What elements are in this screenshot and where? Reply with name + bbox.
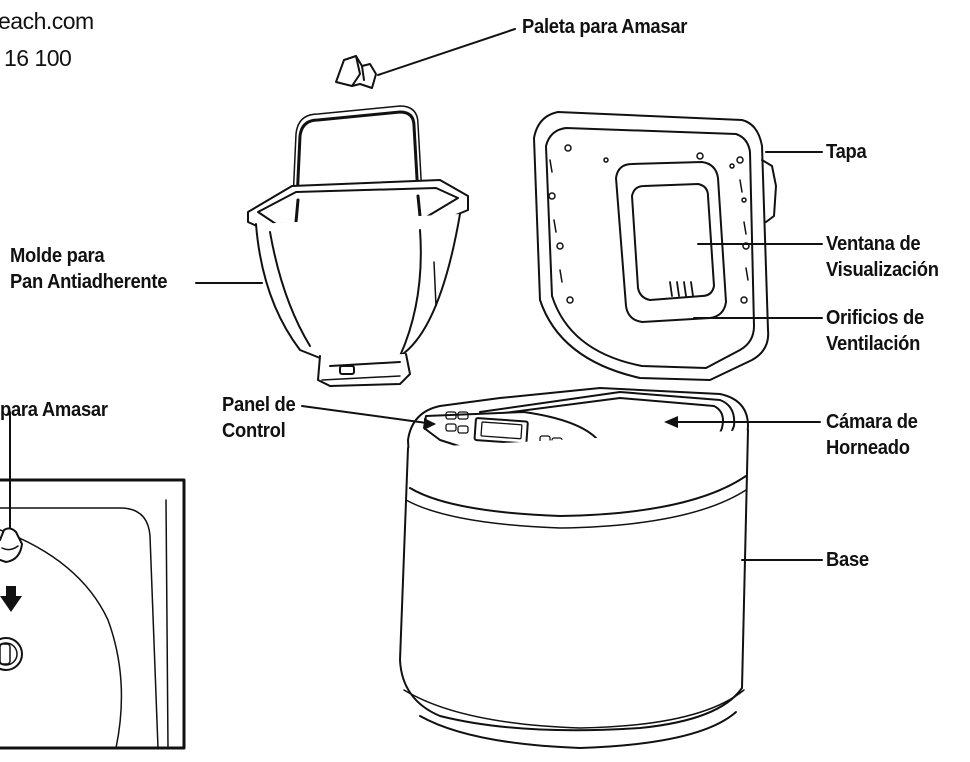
label-camara-line2: Horneado: [826, 437, 910, 459]
label-tapa: Tapa: [826, 141, 867, 163]
label-orificios-line1: Orificios de: [826, 307, 924, 329]
label-paleta-para-amasar: Paleta para Amasar: [522, 16, 688, 38]
inset-paddle-icon: [0, 527, 23, 563]
label-ventana-line1: Ventana de: [826, 233, 921, 255]
leader-paleta: [377, 28, 516, 76]
corner-text-phone: 16 100: [4, 45, 72, 71]
label-camara-line1: Cámara de: [826, 411, 918, 433]
label-panel-line1: Panel de: [222, 394, 296, 416]
label-panel-line2: Control: [222, 420, 286, 442]
label-molde-line1: Molde para: [10, 245, 105, 267]
kneading-paddle-icon: [335, 55, 377, 89]
inset-shaft-icon: [0, 637, 23, 671]
bread-maker-base-icon: [399, 387, 749, 749]
leader-panel: [301, 405, 435, 425]
label-molde-line2: Pan Antiadherente: [10, 271, 168, 293]
label-inset-paleta: para Amasar: [0, 399, 108, 421]
label-ventana-line2: Visualización: [826, 259, 939, 281]
corner-text-website: each.com: [0, 8, 94, 34]
inset-detail-frame: [0, 478, 186, 750]
lid-icon: [533, 111, 777, 381]
label-orificios-line2: Ventilación: [826, 333, 921, 355]
down-arrow-icon: [0, 586, 22, 612]
label-base: Base: [826, 549, 869, 571]
bread-pan-icon: [247, 105, 469, 387]
